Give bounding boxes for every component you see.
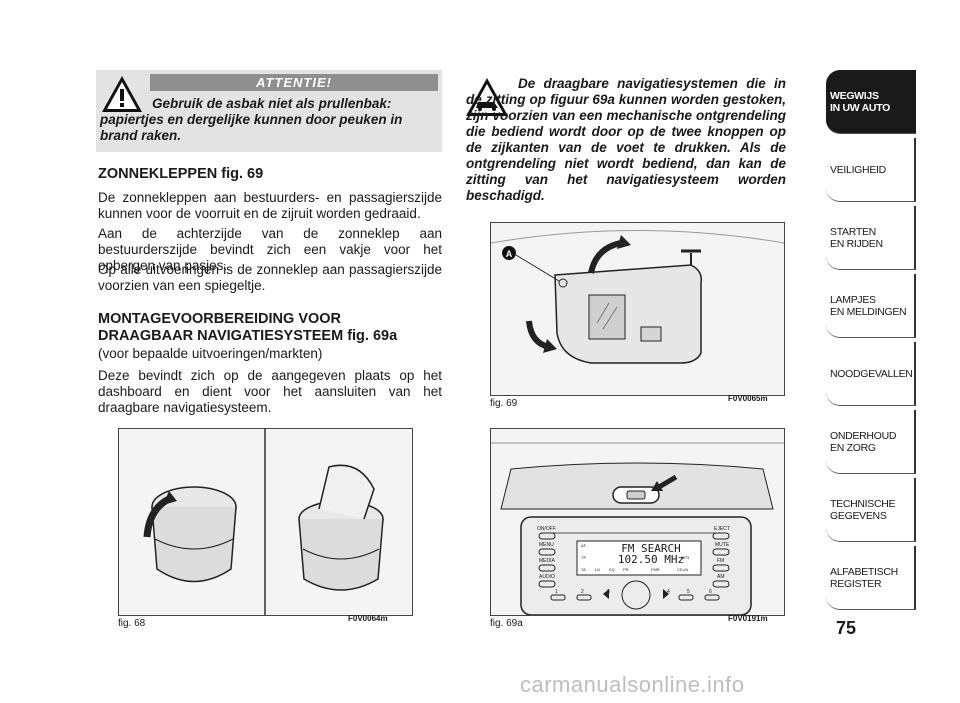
figure-69: A [490,222,785,396]
media-label: MEDIA [539,558,555,564]
tab-onderhoud[interactable]: ONDERHOUD EN ZORG [826,410,916,474]
figure-68-code: F0V0064m [348,614,388,623]
paragraph: Aan de achterzijde van de zonneklep aan … [98,226,442,273]
ta-label: TA [581,567,586,572]
pr-label: PR [623,567,629,572]
subtitle: (voor bepaalde uitvoeringen/markten) [98,346,323,361]
figure-69a-label: fig. 69a [490,618,523,629]
eq-label: EQ [609,567,615,572]
figure-69a: FM SEARCH 102.50 MHz ON/OFF EJECT MENU M… [490,428,785,616]
note-text: De draagbare navigatiesystemen die in de… [466,76,786,203]
figure-69a-code: F0V0191m [728,614,768,623]
mute-label: MUTE [715,542,730,548]
display-line1: FM SEARCH [621,542,681,555]
preset-2: 2 [581,589,584,595]
preset-4: 4 [667,589,670,595]
tab-label: LAMPJES EN MELDINGEN [830,293,907,318]
page-number: 75 [836,618,857,638]
mp3-label: MP3 [681,555,690,560]
display-line2: 102.50 MHz [617,553,685,566]
watermark: carmanualsonline.info [520,672,745,697]
preset-3: 3 [607,589,610,595]
tab-veiligheid[interactable]: VEILIGHEID [826,138,916,202]
callout-a: A [506,249,513,259]
tab-label: ALFABETISCH REGISTER [830,565,898,590]
am-label: AM [717,574,725,580]
tab-technische[interactable]: TECHNISCHE GEGEVENS [826,478,916,542]
car-warning-icon [466,78,508,116]
section-heading-nav-line2: DRAAGBAAR NAVIGATIESYSTEEM fig. 69a [98,328,398,344]
warning-triangle-icon [102,76,142,112]
warning-title: ATTENTIE! [150,74,438,91]
tab-lampjes[interactable]: LAMPJES EN MELDINGEN [826,274,916,338]
fm-label: FM [717,558,725,564]
tab-label: TECHNISCHE GEGEVENS [830,497,896,522]
section-heading-nav-line1: MONTAGEVOORBEREIDING VOOR [98,311,342,327]
tab-label: WEGWIJS IN UW AUTO [830,89,890,114]
ld-label: LD [595,567,601,572]
tab-wegwijs[interactable]: WEGWIJS IN UW AUTO [826,70,916,134]
tp-label: TP [581,555,587,560]
preset-1: 1 [555,589,558,595]
paragraph: Deze bevindt zich op de aangegeven plaat… [98,368,442,415]
on-off-label: ON/OFF [537,526,556,532]
tab-noodgevallen[interactable]: NOODGEVALLEN [826,342,916,406]
tab-label: ONDERHOUD EN ZORG [830,429,897,454]
figure-69-code: F0V0065m [728,394,768,403]
section-heading-sun-visors: ZONNEKLEPPEN fig. 69 [98,166,264,182]
menu-label: MENU [539,542,554,548]
figure-69-label: fig. 69 [490,398,518,409]
eject-label: EJECT [714,526,730,532]
tab-label: STARTEN EN RIJDEN [830,225,883,250]
dashboard-radio-illustration [491,442,784,616]
tab-starten[interactable]: STARTEN EN RIJDEN [826,206,916,270]
tab-label: VEILIGHEID [830,163,886,176]
preset-5: 5 [687,589,690,595]
figure-68-label: fig. 68 [118,618,146,629]
tab-alfabetisch[interactable]: ALFABETISCH REGISTER [826,546,916,610]
audio-label: AUDIO [539,574,555,580]
cdin-label: CD-IN [677,567,689,572]
preset-6: 6 [709,589,712,595]
paragraph: Op alle uitvoeringen is de zonneklep aan… [98,262,442,293]
figure-68 [118,428,413,616]
warning-text: Gebruik de asbak niet als prullenbak: pa… [100,96,403,143]
sun-visor-illustration: A [490,230,785,364]
tab-label: NOODGEVALLEN [830,367,913,380]
paragraph: De zonnekleppen aan bestuurders- en pass… [98,190,442,221]
radio-display: FM SEARCH 102.50 MHz [601,543,701,565]
fmr-label: FMR [651,567,660,572]
ashtray-illustration [143,429,384,615]
af-label: AF [581,543,587,548]
